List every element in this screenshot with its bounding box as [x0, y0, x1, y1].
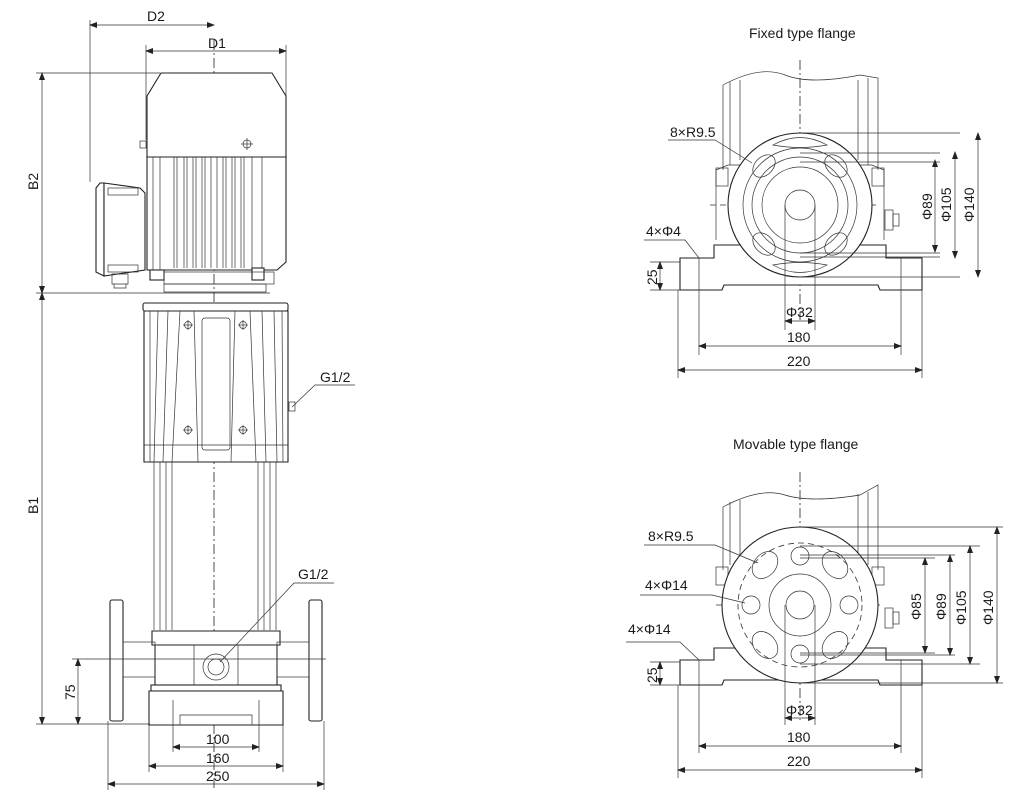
dim-phi140: Φ140: [961, 187, 977, 222]
dim-m-phi89: Φ89: [933, 593, 949, 620]
label-fixed-holes: 4×Φ4: [646, 223, 681, 239]
dim-movable-180: 180: [787, 729, 811, 745]
tie-rods: [153, 462, 277, 630]
base-plate: [148, 690, 284, 726]
label-g-lower: G1/2: [298, 566, 329, 582]
outlet-flange: [308, 599, 323, 722]
dim-label-d2: D2: [147, 8, 165, 24]
dim-fixed-25: 25: [644, 269, 660, 285]
dim-phi105: Φ105: [938, 187, 954, 222]
dim-label-250: 250: [206, 768, 230, 784]
coupling-guard: [201, 317, 231, 451]
front-view: D2 D1 B2 B1 75 100 160 250 G1/2 G1/2: [25, 8, 355, 790]
inlet-flange: [109, 599, 124, 722]
vent-plug: [288, 401, 296, 412]
terminal-box-lid: [95, 182, 105, 277]
movable-holes: [741, 546, 859, 664]
fixed-flange-view: Fixed type flange: [644, 25, 981, 378]
drain-plug: [202, 653, 230, 681]
dim-movable-220: 220: [787, 753, 811, 769]
fixed-slots: [752, 137, 848, 273]
dim-label-b2: B2: [25, 173, 41, 190]
dim-label-75: 75: [62, 684, 78, 700]
movable-flange-view: Movable type flange: [626, 436, 1003, 778]
dim-m-phi140: Φ140: [980, 590, 996, 625]
motor-fins: [152, 157, 263, 270]
dim-label-160: 160: [206, 750, 230, 766]
movable-flange-title: Movable type flange: [733, 436, 859, 452]
movable-flange-outer: [721, 526, 879, 684]
dim-label-d1: D1: [208, 35, 226, 51]
bolt-icons: [183, 320, 248, 435]
dim-label-100: 100: [206, 731, 230, 747]
motor-fan-cover: [146, 72, 287, 158]
pump-chamber: [154, 644, 278, 686]
dim-label-b1: B1: [25, 497, 41, 514]
fixed-flange-title: Fixed type flange: [749, 25, 856, 41]
dim-movable-25: 25: [644, 667, 660, 683]
motor-body: [146, 156, 287, 271]
motor-bracket: [143, 310, 289, 463]
dim-movable-phi32: Φ32: [786, 702, 813, 718]
dim-fixed-phi32: Φ32: [786, 304, 813, 320]
dim-m-phi105: Φ105: [953, 590, 969, 625]
label-movable-base-holes: 4×Φ14: [628, 621, 671, 637]
flange-outer: [727, 132, 873, 278]
label-movable-slots: 8×R9.5: [648, 528, 694, 544]
dim-fixed-180: 180: [787, 329, 811, 345]
dim-phi85: Φ85: [908, 593, 924, 620]
terminal-box: [103, 182, 146, 277]
label-g-upper: G1/2: [320, 369, 351, 385]
dim-phi89: Φ89: [919, 193, 935, 220]
label-fixed-slots: 8×R9.5: [670, 124, 716, 140]
dim-fixed-220: 220: [787, 353, 811, 369]
label-movable-flange-holes: 4×Φ14: [645, 577, 688, 593]
